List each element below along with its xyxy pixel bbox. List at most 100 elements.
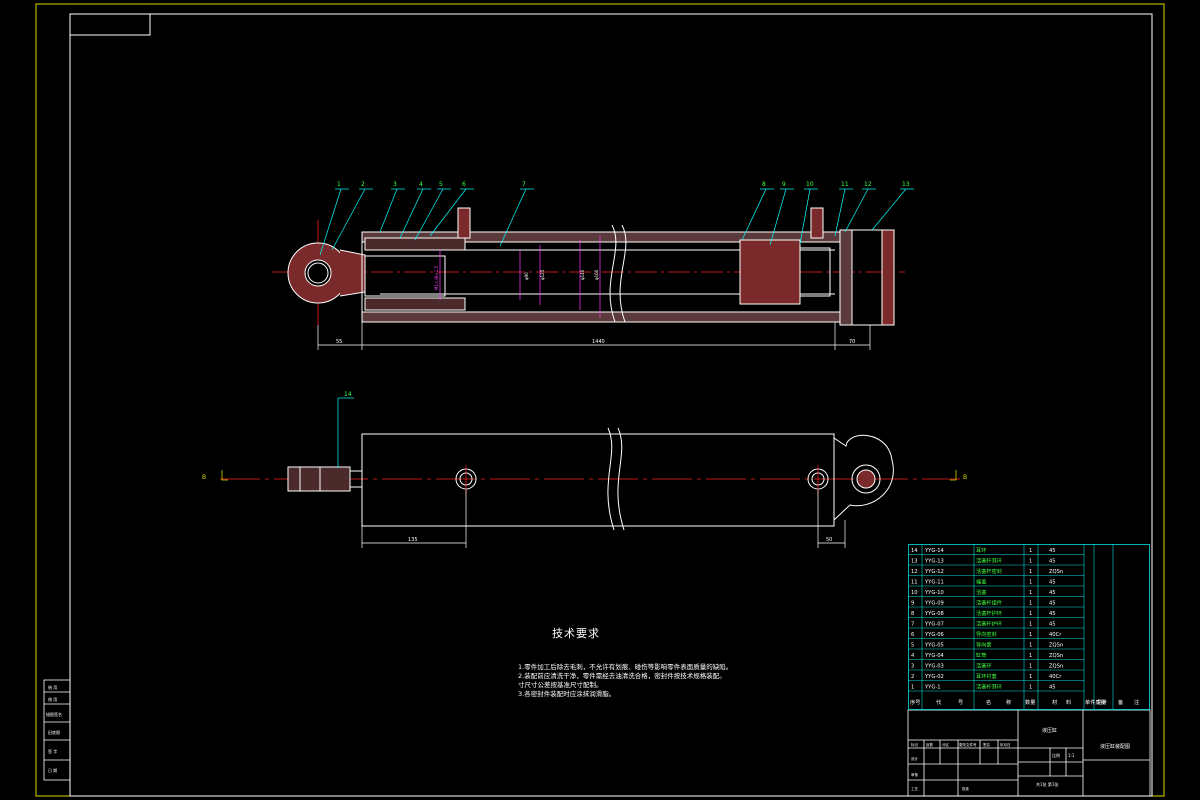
- parts-table-cell: 9: [911, 601, 914, 607]
- technical-requirement-line: 寸尺寸公差按基准尺寸配制。: [518, 681, 603, 689]
- parts-table-header: 注: [1134, 698, 1139, 706]
- parts-table-cell: 45: [1049, 601, 1056, 607]
- balloon-3: 3: [393, 181, 397, 188]
- parts-table-cell: YYG-10: [924, 590, 944, 596]
- leader-line: [319, 188, 342, 256]
- parts-table-header: 数量: [1025, 698, 1035, 706]
- dim-thread: M1×38×1.5: [434, 265, 439, 290]
- balloon-6: 6: [462, 181, 466, 188]
- leader-line: [834, 188, 846, 237]
- parts-table-cell: 40Cr: [1049, 632, 1062, 638]
- balloon-9: 9: [782, 181, 786, 188]
- title-role-3: 工艺: [911, 786, 919, 791]
- title-row-5: 签名: [983, 742, 990, 747]
- parts-table-cell: ZQSn: [1049, 653, 1063, 659]
- title-row-1: 标记: [911, 742, 919, 747]
- parts-table-cell: 45: [1049, 580, 1056, 586]
- parts-table-cell: 1: [1029, 674, 1032, 680]
- parts-table-cell: 1: [1029, 632, 1032, 638]
- parts-table-cell: 8: [911, 611, 914, 617]
- parts-table-cell: YYG-1: [924, 685, 941, 691]
- parts-table-cell: 45: [1049, 611, 1056, 617]
- parts-table-cell: 45: [1049, 559, 1056, 565]
- corner-box: [69, 13, 151, 36]
- dim-top-left: 55: [336, 339, 342, 345]
- inner-border: [69, 13, 1153, 797]
- balloon-7: 7: [522, 181, 526, 188]
- balloon-11: 11: [841, 181, 849, 188]
- side-block-1: 借 用: [48, 684, 57, 690]
- leader-line: [379, 188, 398, 233]
- parts-table-cell: 1: [1029, 569, 1032, 575]
- technical-requirements: 技术要求 1.零件加工后除去毛刺，不允许有划痕、碰伤等影响零件表面质量的缺陷。 …: [518, 625, 748, 699]
- parts-table-cell: 3: [911, 664, 914, 670]
- parts-table-cell: 1: [1029, 580, 1032, 586]
- parts-table-header: 料: [1066, 698, 1071, 706]
- parts-table-cell: 5: [911, 643, 914, 649]
- title-row-2: 处数: [926, 742, 934, 747]
- dim-phi-3: φ140: [580, 269, 585, 280]
- parts-table-header: 名: [986, 698, 991, 706]
- parts-table-cell: ZQSn: [1049, 569, 1063, 575]
- view-mark-right: B: [963, 474, 967, 481]
- balloon-10: 10: [806, 181, 814, 188]
- parts-table-cell: 1: [1029, 685, 1032, 691]
- parts-table-cell: 1: [1029, 611, 1032, 617]
- parts-table-cell: ZQSn: [1049, 664, 1063, 670]
- balloon-4: 4: [419, 181, 423, 188]
- dim-bottom-right: 50: [826, 537, 832, 543]
- leader-line: [499, 188, 527, 247]
- parts-table-frame: [908, 544, 1150, 710]
- balloon-8: 8: [762, 181, 766, 188]
- parts-table-cell: YYG-12: [924, 569, 944, 575]
- parts-table-cell: 导向套: [976, 641, 992, 649]
- parts-table-cell: 45: [1049, 685, 1056, 691]
- parts-table-cell: 活塞杆密封: [976, 567, 1002, 575]
- side-block-3: 描图签名: [46, 711, 62, 717]
- parts-table-cell: 1: [1029, 622, 1032, 628]
- parts-table-cell: 耳环: [976, 547, 986, 554]
- side-block-2: 借 用: [48, 696, 57, 702]
- parts-table-cell: 1: [1029, 643, 1032, 649]
- parts-table-cell: YYG-13: [924, 559, 944, 565]
- parts-table-header: 单件质量: [1085, 698, 1106, 706]
- parts-table-cell: 1: [1029, 548, 1032, 554]
- title-role-4: 批准: [962, 786, 970, 791]
- title-scale-label: 比例: [1052, 752, 1060, 758]
- balloon-13: 13: [902, 181, 910, 188]
- title-row-3: 分区: [942, 742, 950, 747]
- outside-view: [220, 397, 960, 548]
- side-block-4: 旧底图: [48, 729, 60, 735]
- parts-table-cell: 耳环衬套: [976, 672, 998, 680]
- technical-requirement-line: 1.零件加工后除去毛刺，不允许有划痕、碰伤等影响零件表面质量的缺陷。: [518, 663, 733, 671]
- side-block-5: 签 字: [48, 748, 57, 754]
- parts-table-cell: 45: [1049, 622, 1056, 628]
- parts-table-cell: 活塞杆耳环: [976, 683, 1002, 691]
- leader-line: [799, 188, 811, 245]
- parts-table-cell: 1: [1029, 601, 1032, 607]
- parts-table-cell: 45: [1049, 590, 1056, 596]
- view-mark-left: B: [202, 474, 206, 481]
- dim-phi-2: φ125: [540, 269, 545, 280]
- view-marks: [221, 470, 957, 481]
- parts-table-cell: 2: [911, 674, 914, 680]
- parts-table-cell: 活塞杆护环: [976, 609, 1002, 617]
- parts-table-cell: 端盖: [976, 578, 986, 586]
- parts-table-cell: 6: [911, 632, 914, 638]
- parts-table-cell: ZQSn: [1049, 643, 1063, 649]
- parts-table-cell: YYG-05: [924, 643, 944, 649]
- title-sheet: 共1张 第1张: [1036, 781, 1058, 787]
- balloon-2: 2: [361, 181, 365, 188]
- dim-top-right: 70: [849, 339, 855, 345]
- parts-table-header: 称: [1006, 698, 1011, 706]
- parts-table-header: 材: [1052, 698, 1057, 706]
- section-view: [272, 207, 905, 350]
- side-block-6: 日 期: [48, 767, 57, 773]
- parts-table-cell: 导向密封: [976, 630, 997, 638]
- parts-table-header: 备: [1118, 698, 1124, 706]
- title-block: [907, 709, 1151, 797]
- parts-table-cell: YYG-06: [924, 632, 944, 638]
- parts-table-header: 代: [936, 698, 942, 706]
- leader-line: [844, 188, 869, 233]
